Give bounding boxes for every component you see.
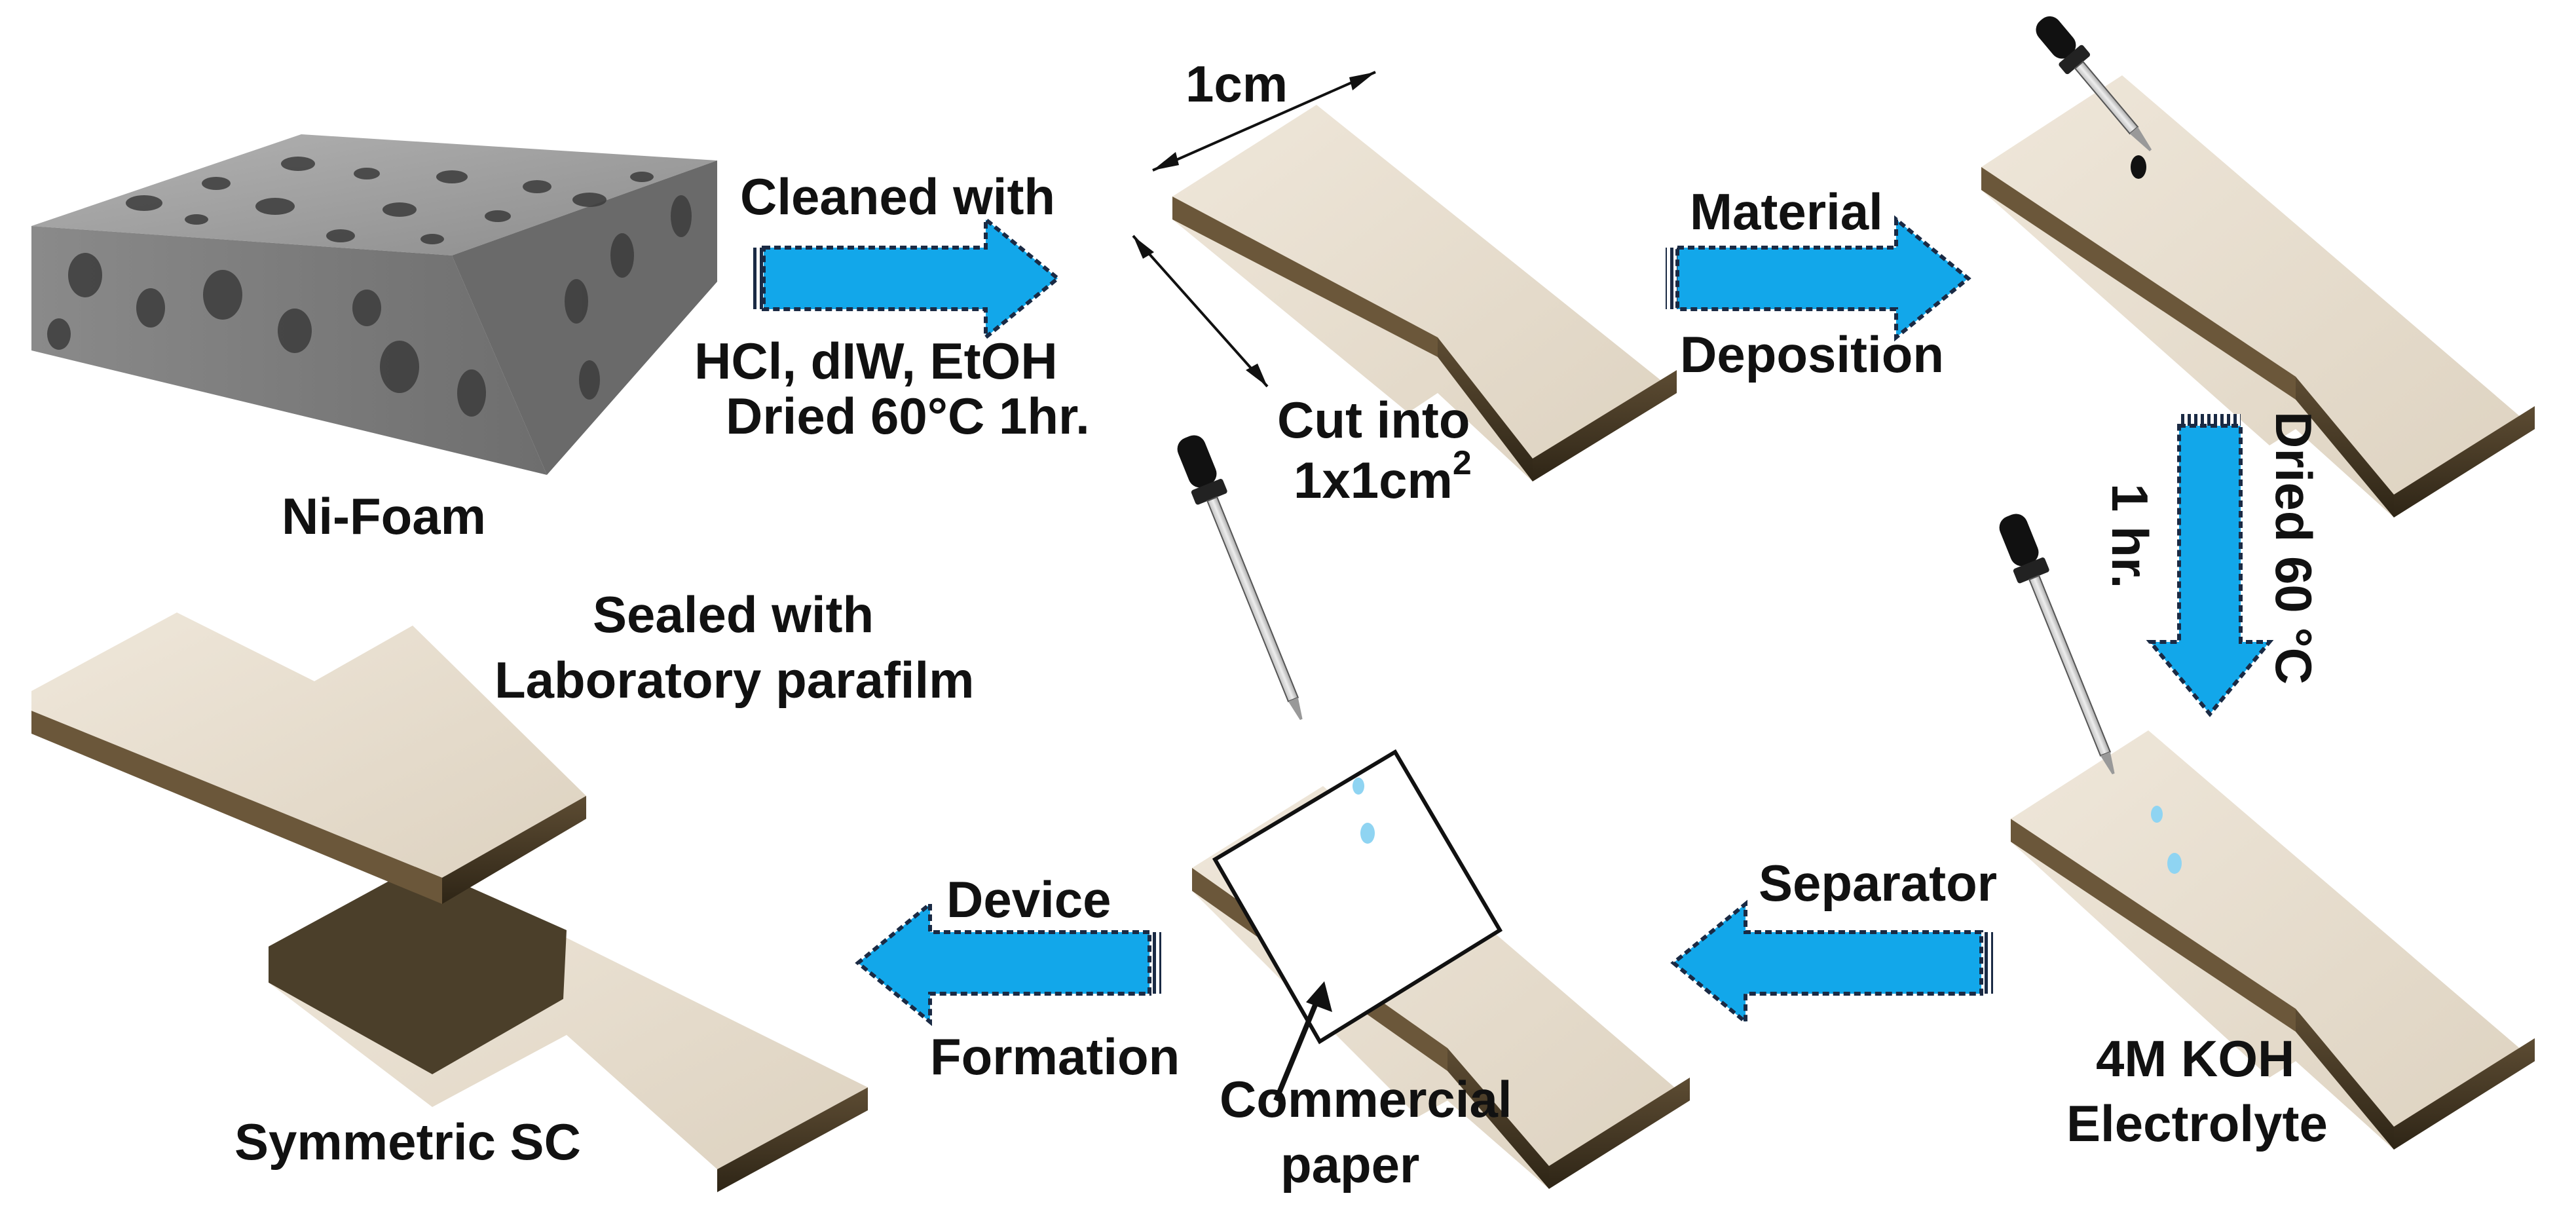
arrow-device-formation: [855, 899, 1161, 1026]
electrode-electrolyte-side2: [2296, 1009, 2394, 1150]
electrode-electrolyte-top: [2011, 730, 2535, 1150]
arrow-deposition: [1666, 215, 1971, 342]
dropper-separator-icon: [1177, 435, 1303, 721]
arrow-separator-body: [1670, 899, 1983, 1026]
ni-foam-block: [31, 134, 717, 475]
top-electrode-side: [31, 711, 442, 904]
electrode-separator-side3: [1549, 1078, 1690, 1189]
separator-droplet-1: [1353, 778, 1364, 795]
drying-condition-label: Dried 60°C 1hr.: [726, 387, 1090, 445]
electrolyte-label: Electrolyte: [2066, 1095, 2328, 1152]
foam-right-face: [452, 160, 717, 475]
electrode-electrolyte-side3: [2394, 1038, 2535, 1150]
arrow-deposition-body: [1675, 215, 1971, 342]
arrow-drying: [2146, 414, 2274, 717]
dropper-electrolyte-icon: [1999, 514, 2115, 775]
cleaning-agents-label: HCl, dIW, EtOH: [694, 332, 1058, 390]
koh-label: 4M KOH: [2096, 1030, 2294, 1087]
sealed-with-label: Sealed with: [593, 586, 874, 643]
paper-label: paper: [1280, 1136, 1419, 1193]
dimension-label: 1cm: [1185, 55, 1288, 113]
electrode-deposited-side3: [2394, 406, 2535, 517]
device-label: Device: [946, 871, 1111, 928]
cleaned-with-label: Cleaned with: [740, 168, 1055, 225]
arrow-clean-tail: [752, 248, 764, 309]
separator-label: Separator: [1759, 854, 1997, 912]
top-electrode-top: [31, 612, 586, 878]
electrode-cut-side2: [1438, 337, 1533, 481]
dropper-icon: [2036, 16, 2152, 151]
electrode-deposited-side2: [2296, 377, 2394, 517]
electrode-deposited-top: [1981, 75, 2535, 517]
foam-top-face: [31, 134, 717, 255]
electrode-cut: [1172, 105, 1677, 481]
cut-size-label: 1x1cm2: [1294, 444, 1472, 509]
ni-foam-label: Ni-Foam: [282, 487, 486, 545]
arrow-clean-body: [762, 215, 1061, 342]
electrode-cut-top: [1172, 105, 1677, 481]
commercial-paper-sheet: [1212, 749, 1503, 1045]
symmetric-sc-device: [31, 612, 868, 1192]
arrow-drying-tail: [2179, 414, 2241, 426]
symmetric-sc-label: Symmetric SC: [234, 1113, 581, 1171]
parafilm-label: Laboratory parafilm: [495, 651, 975, 709]
arrow-device-formation-tail: [1149, 932, 1161, 994]
bottom-electrode-side: [717, 1087, 868, 1192]
electrolyte-droplet-1: [2151, 806, 2163, 823]
paper-pointer-arrow: [1273, 981, 1332, 1102]
top-electrode-side2: [442, 796, 586, 904]
separator-droplet-2: [1360, 823, 1375, 844]
electrode-separator-side2: [1447, 1048, 1549, 1189]
arrow-deposition-tail: [1666, 248, 1677, 309]
material-label: Material: [1690, 183, 1883, 240]
dimension-arrows: [1132, 71, 1376, 388]
arrow-separator: [1670, 899, 1993, 1026]
commercial-label: Commercial: [1220, 1070, 1512, 1128]
arrow-drying-body: [2146, 424, 2274, 717]
electrode-cut-side3: [1533, 370, 1677, 481]
arrow-clean: [752, 215, 1061, 342]
formation-label: Formation: [930, 1028, 1180, 1085]
electrode-electrolyte-side: [2011, 819, 2296, 1032]
arrow-separator-tail: [1981, 932, 1993, 994]
dried-temperature-label: Dried 60 °C: [2265, 411, 2323, 685]
electrolyte-droplet-2: [2167, 853, 2182, 874]
arrow-device-formation-body: [855, 899, 1151, 1026]
electrode-deposited-side: [1981, 167, 2296, 400]
droplet-icon: [2131, 155, 2146, 179]
foam-pores: [47, 157, 692, 417]
electrode-deposited: [1981, 75, 2535, 517]
electrode-electrolyte: [2011, 730, 2535, 1150]
cut-into-label: Cut into: [1277, 391, 1470, 449]
drying-time-label: 1 hr.: [2101, 483, 2159, 588]
deposition-label: Deposition: [1680, 326, 1944, 383]
separator-layer: [269, 865, 567, 1074]
electrode-cut-side: [1172, 197, 1438, 357]
